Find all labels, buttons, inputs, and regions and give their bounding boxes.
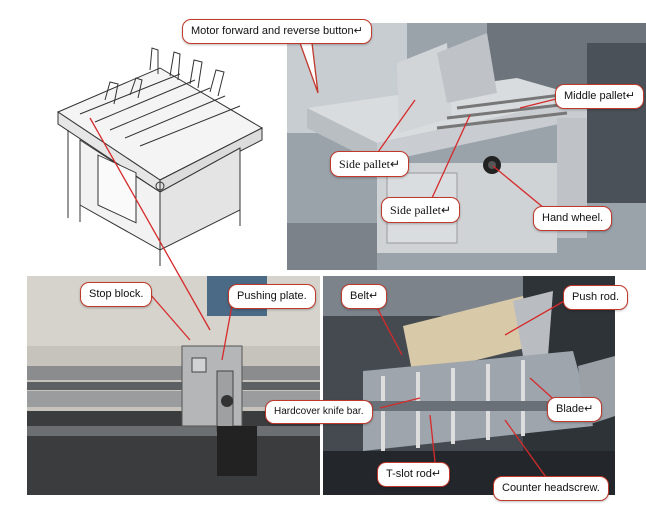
callout-blade: Blade↵ — [547, 397, 603, 422]
stop-block-photo — [27, 276, 320, 495]
callout-stop-block: Stop block. — [80, 282, 153, 307]
callout-hand-wheel: Hand wheel. — [533, 206, 613, 231]
machine-photo-top — [287, 23, 646, 270]
callout-t-slot-rod: T-slot rod↵ — [377, 462, 451, 487]
callout-push-rod: Push rod. — [563, 285, 629, 310]
callout-middle-pallet: Middle pallet↵ — [555, 84, 644, 109]
callout-counter-headscrew: Counter headscrew. — [493, 476, 609, 501]
knife-bar-photo — [323, 276, 615, 495]
callout-side-pallet-1: Side pallet↵ — [330, 151, 410, 177]
callout-hardcover-knife-bar: Hardcover knife bar. — [265, 400, 373, 424]
callout-belt: Belt↵ — [341, 284, 388, 309]
callout-pushing-plate: Pushing plate. — [228, 284, 316, 309]
callout-side-pallet-2: Side pallet↵ — [381, 197, 461, 223]
callout-motor-button: Motor forward and reverse button↵ — [182, 19, 372, 44]
